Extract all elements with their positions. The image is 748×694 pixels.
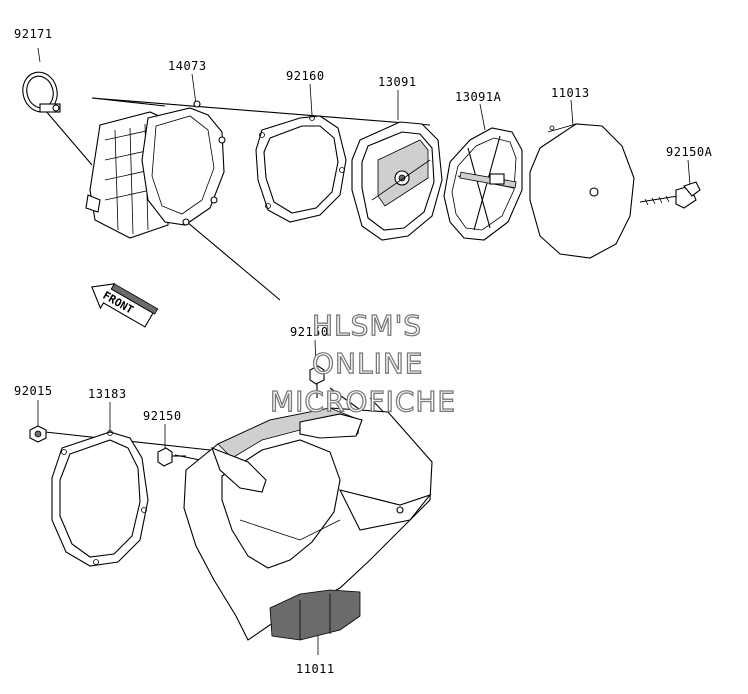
filter-11013 <box>529 123 635 259</box>
label-11011: 11011 <box>296 662 335 676</box>
watermark-line-2: ONLINE <box>312 347 423 380</box>
label-92171: 92171 <box>14 27 53 41</box>
gasket-13183 <box>51 430 149 567</box>
label-92150-left: 92150 <box>143 409 182 423</box>
wing-bolt-92150A <box>639 181 701 209</box>
bolt-92150-top <box>309 365 325 398</box>
cage-13091A <box>443 127 523 241</box>
label-92015: 92015 <box>14 384 53 398</box>
label-13091A: 13091A <box>455 90 502 104</box>
label-92160: 92160 <box>286 69 325 83</box>
front-arrow: FRONT <box>91 283 159 328</box>
duct-14073 <box>85 100 226 239</box>
label-13091: 13091 <box>378 75 417 89</box>
part-labels: 92171 14073 92160 13091 13091A 11013 921… <box>14 27 713 676</box>
label-14073: 14073 <box>168 59 207 73</box>
clamp-92171 <box>22 71 61 113</box>
holder-13091 <box>351 121 443 241</box>
watermark-line-3: MICROFICHE <box>270 385 456 418</box>
label-13183: 13183 <box>88 387 127 401</box>
airbox-11011 <box>183 407 433 641</box>
bolt-92150-left <box>157 447 186 467</box>
label-92150A: 92150A <box>666 145 713 159</box>
nut-92015 <box>29 425 47 443</box>
watermark-line-1: HLSM'S <box>312 309 422 342</box>
gasket-92160 <box>255 115 347 223</box>
label-92150-top: 92150 <box>290 325 329 339</box>
watermark: HLSM'S ONLINE MICROFICHE <box>269 308 456 418</box>
label-11013: 11013 <box>551 86 590 100</box>
